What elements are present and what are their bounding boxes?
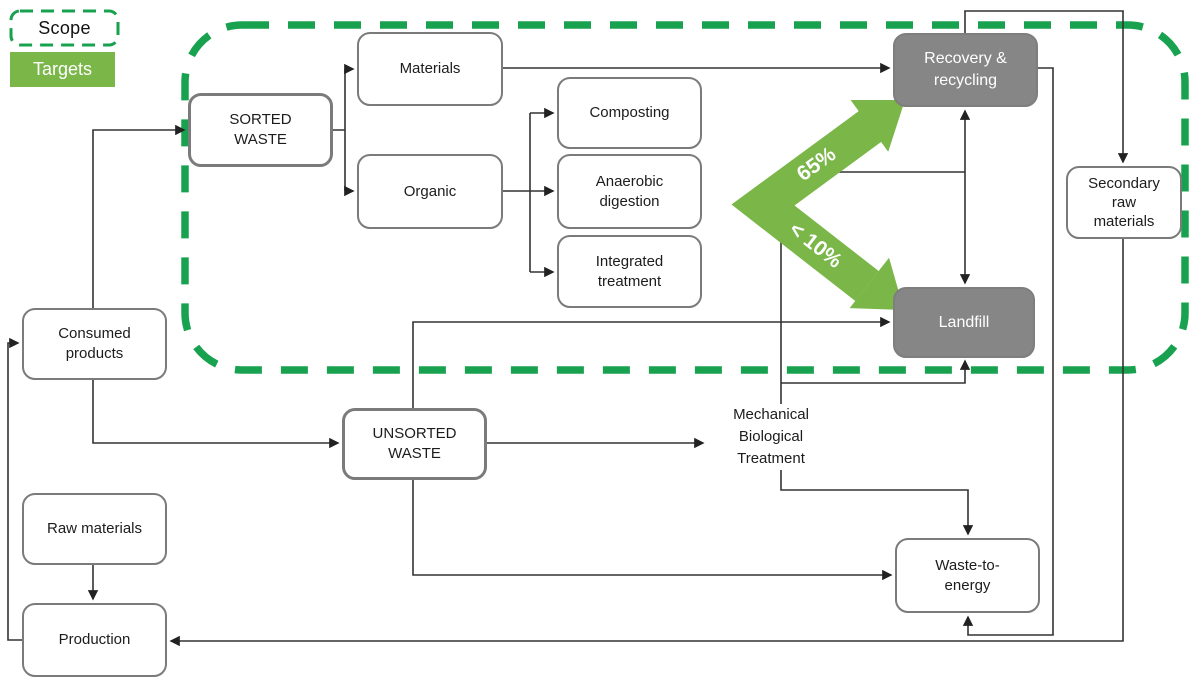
node-integrated-treatment: Integrated treatment [557,235,702,308]
node-landfill: Landfill [893,287,1035,358]
edge-recovery-to-wte [962,67,1054,636]
edge-consumed-to-sorted [92,124,186,308]
edge-production-to-consumed [7,337,22,641]
node-organic: Organic [357,154,503,229]
node-waste-to-energy: Waste-to- energy [895,538,1040,613]
edge-mbt-to-landfill [781,359,971,384]
edge-unsorted-to-landfill [412,316,891,408]
recycling-arrowhead [850,99,905,152]
edge-unsorted-to-wte [412,480,893,581]
connectors [7,10,1129,647]
node-recovery-recycling: Recovery & recycling [893,33,1038,107]
node-consumed-products: Consumed products [22,308,167,380]
edge-secondary-to-production [169,239,1124,647]
landfill-arrowhead [849,257,904,310]
scope-legend-label: Scope [38,17,91,38]
targets-legend-chip: Targets [10,52,115,87]
edge-consumed-to-unsorted [92,380,340,449]
edge-mbt-to-wte [780,470,974,536]
node-secondary-raw-materials: Secondary raw materials [1066,166,1182,239]
node-materials: Materials [357,32,503,106]
edge-sorted-split [333,69,346,191]
label-mechanical-biological-treatment: Mechanical Biological Treatment [733,406,809,467]
scope-legend-box [9,9,120,47]
node-composting: Composting [557,77,702,149]
edge-recovery-to-secondary [964,10,1129,164]
node-production: Production [22,603,167,677]
node-sorted-waste: SORTED WASTE [188,93,333,167]
target-arrow-shaft [731,109,884,301]
node-raw-materials: Raw materials [22,493,167,565]
node-unsorted-waste: UNSORTED WASTE [342,408,487,480]
edge-organic-split [503,113,531,272]
node-anaerobic-digestion: Anaerobic digestion [557,154,702,229]
